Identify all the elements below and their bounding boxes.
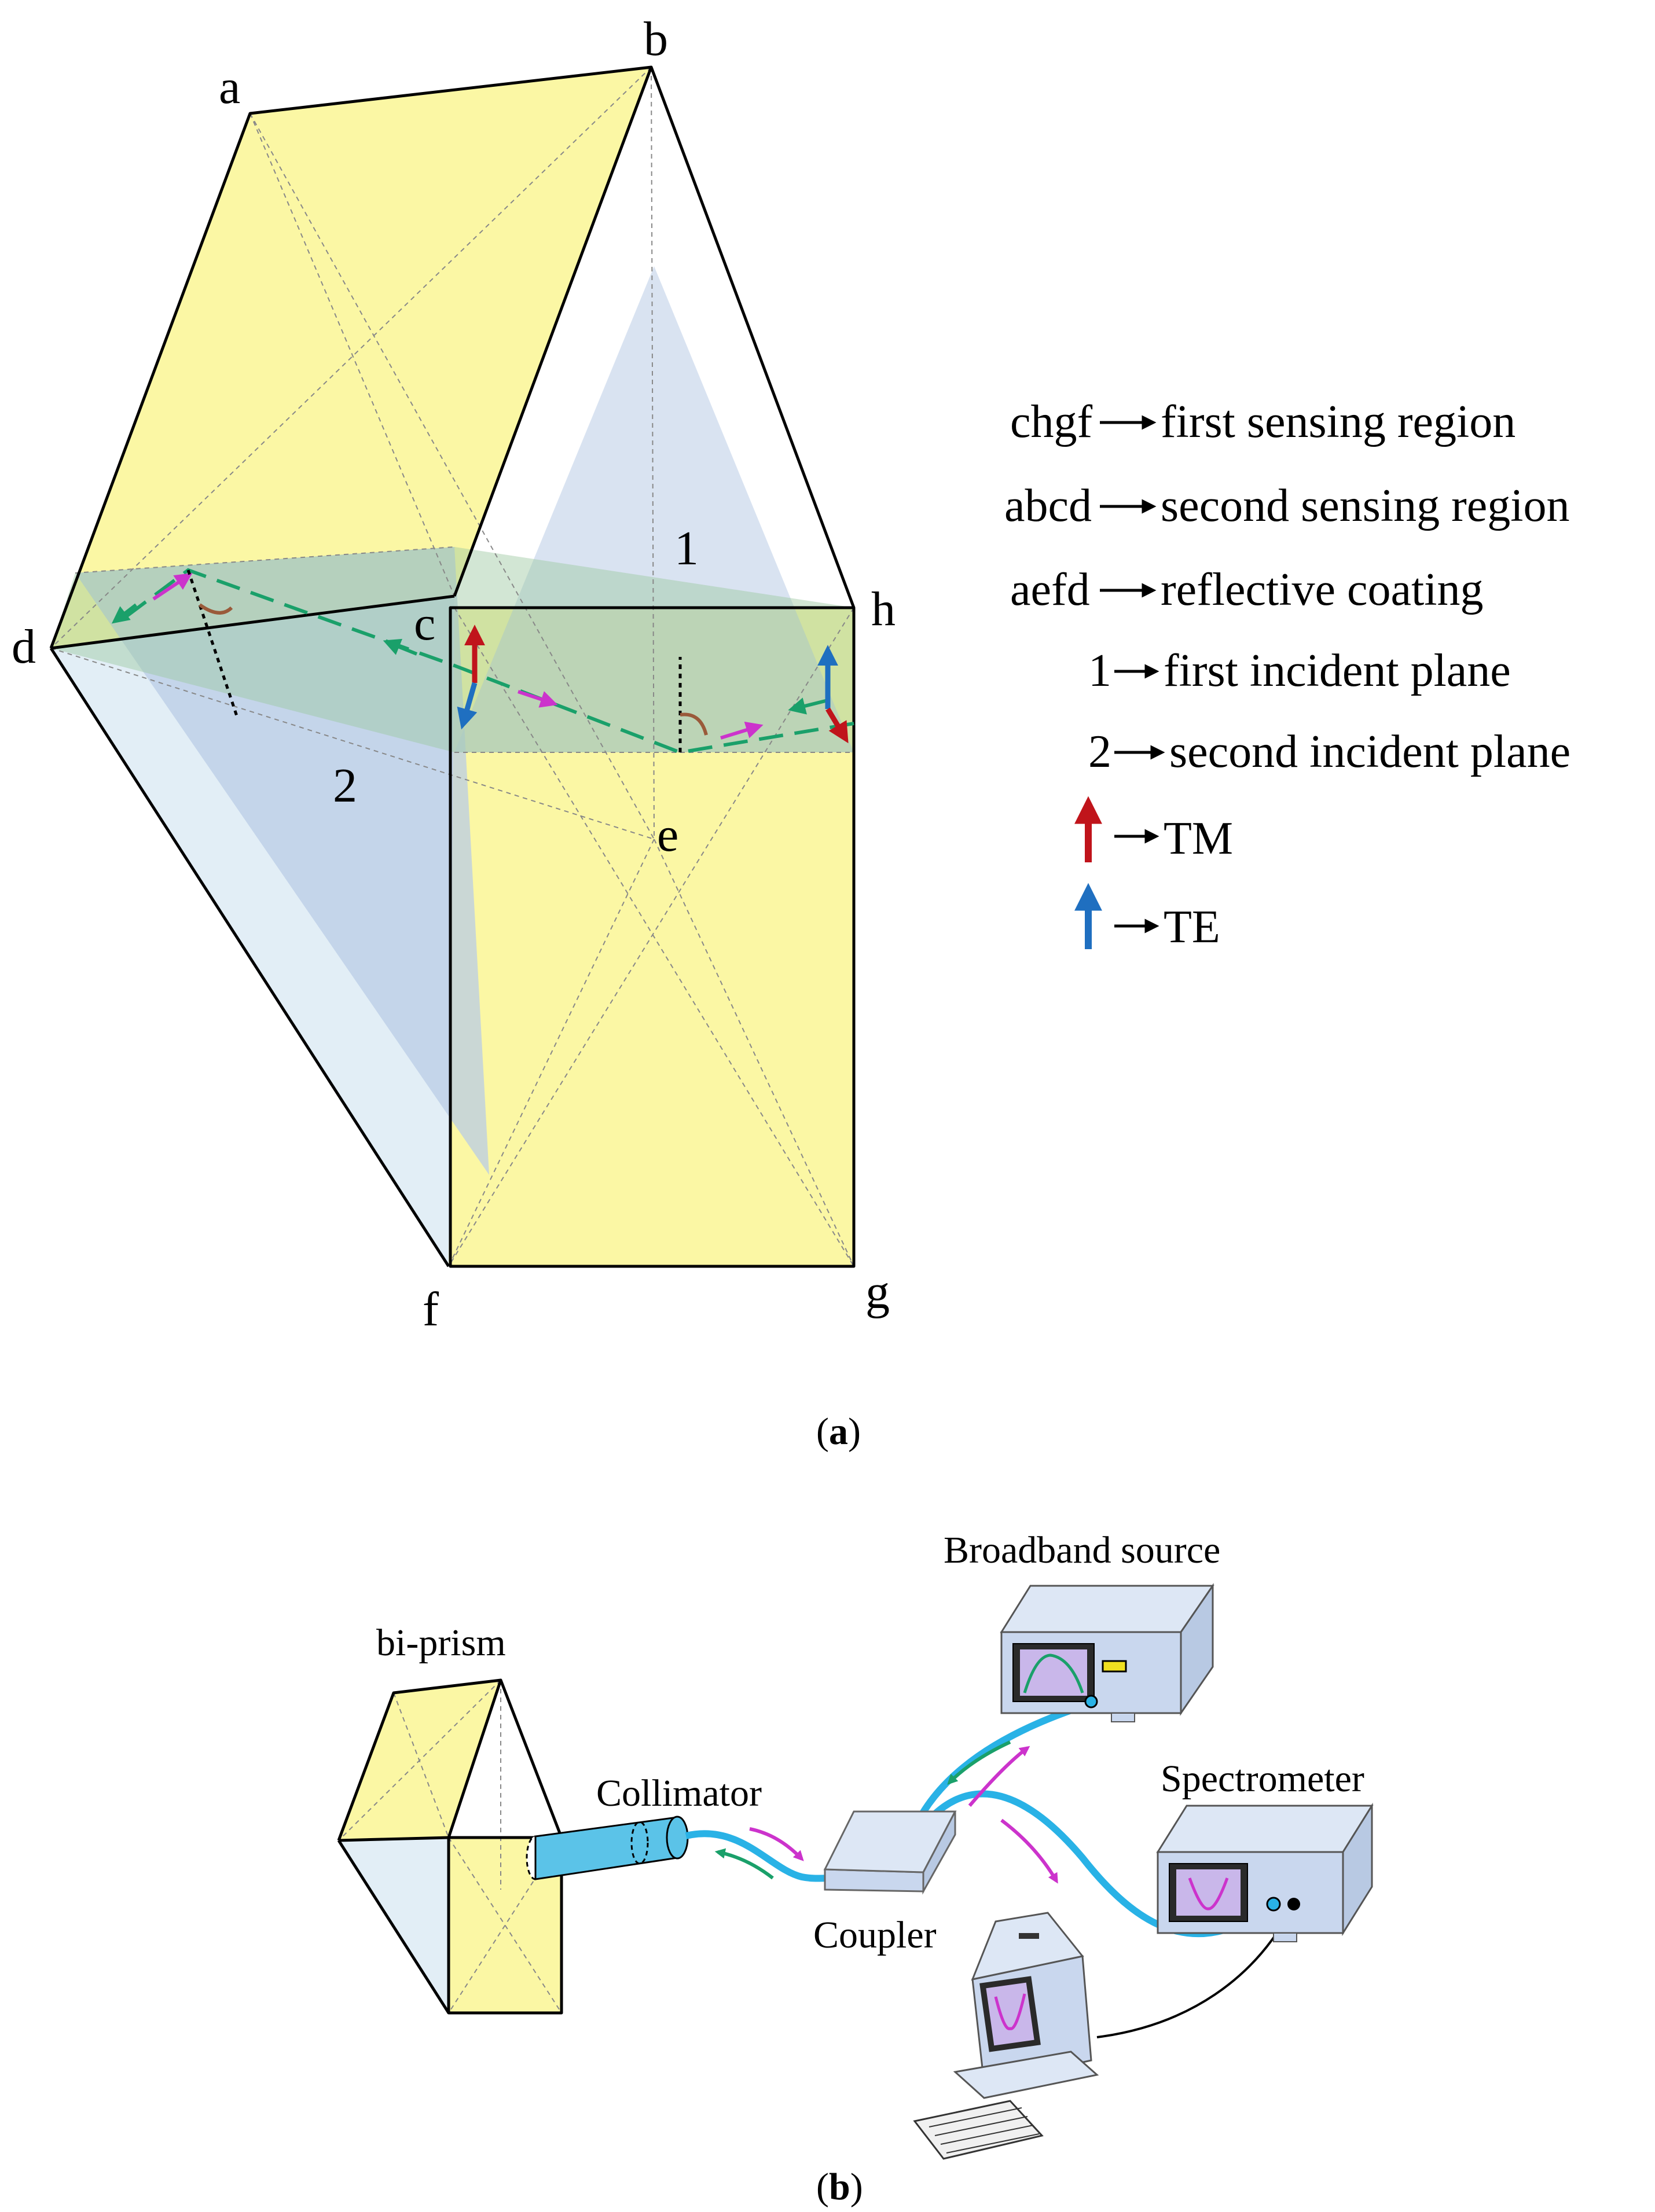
vertex-d: d: [12, 620, 36, 674]
legend-plane1-text: first incident plane: [1164, 645, 1511, 696]
legend-te-text: TE: [1164, 902, 1220, 953]
vertex-c: c: [414, 597, 435, 651]
arrow-into-coupler: [749, 1827, 804, 1861]
mini-biprism: [337, 1678, 563, 2015]
collimator: [526, 1816, 689, 1880]
plane-2-label: 2: [333, 759, 357, 813]
arrow-to-source: [968, 1746, 1030, 1807]
broadband-source: [1000, 1583, 1214, 1722]
mag-arrow-2: [720, 721, 764, 740]
diag-b-d: [50, 67, 652, 649]
vertex-a: a: [219, 60, 240, 114]
spectrometer-dip: [1188, 1877, 1229, 1910]
label-biprism: bi-prism: [376, 1622, 506, 1664]
normal-left: [186, 569, 239, 718]
computer-screen-dip: [994, 1993, 1026, 2030]
edge-d-c: [50, 594, 455, 650]
label-coupler: Coupler: [813, 1914, 937, 1956]
legend-aefd-key: aefd: [1010, 564, 1090, 615]
legend: chgf first sensing region abcd second se…: [1004, 396, 1570, 953]
beam-path: [118, 568, 854, 755]
hidden-edge-e-g: [654, 839, 854, 1267]
te-arrow-c: [457, 682, 478, 730]
diag-h-f: [448, 607, 854, 1267]
hidden-edge-b-e: [651, 67, 655, 840]
biprism-diagram: a b c d e f g h 1 2: [12, 12, 896, 1336]
edge-chgf: [449, 606, 856, 1268]
legend-tm-text: TM: [1164, 813, 1233, 864]
beam-arrow-3: [111, 603, 137, 624]
label-spectrometer: Spectrometer: [1161, 1758, 1364, 1800]
legend-abcd-text: second sensing region: [1161, 480, 1570, 531]
fiber-collimator-coupler: [685, 1830, 834, 1882]
legend-plane1-key: 1: [1088, 645, 1111, 696]
setup-diagram: bi-prism Collimator Coupler: [337, 1529, 1374, 2160]
beam-arrow-2: [383, 638, 418, 656]
mag-arrow-3: [152, 573, 193, 601]
arrow-from-coupler: [714, 1848, 774, 1880]
fiber-coupler-source: [908, 1701, 1089, 1836]
tm-arrow-h: [825, 707, 849, 744]
vertex-e: e: [657, 808, 678, 862]
mag-arrow-1: [518, 690, 558, 708]
arrow-to-spectrometer: [1000, 1818, 1058, 1884]
edge-d-f: [49, 647, 450, 1267]
label-broadband: Broadband source: [944, 1529, 1220, 1571]
legend-chgf-key: chgf: [1010, 396, 1093, 447]
legend-chgf-text: first sensing region: [1161, 396, 1515, 447]
hidden-edge-e-f: [448, 839, 655, 1267]
coupler: [823, 1810, 957, 1895]
incident-plane-1: [454, 266, 854, 752]
vertex-b: b: [644, 12, 668, 66]
edge-d-a-b-h: [49, 65, 856, 649]
legend-plane2-text: second incident plane: [1169, 726, 1570, 777]
vertex-h: h: [871, 582, 896, 636]
beam-arrow-1: [788, 697, 828, 715]
diag-d-e: [50, 648, 655, 840]
computer: [913, 1912, 1099, 2160]
arrow-from-source: [947, 1740, 1011, 1785]
legend-abcd-key: abcd: [1004, 480, 1092, 531]
vertex-f: f: [423, 1283, 439, 1336]
band-top-edge: [75, 546, 455, 574]
legend-plane2-key: 2: [1088, 726, 1111, 777]
label-collimator: Collimator: [596, 1772, 762, 1814]
edge-b-c: [453, 67, 653, 597]
caption-b: (b): [816, 2166, 863, 2208]
source-spectrum: [1023, 1654, 1084, 1693]
angle-right: [680, 712, 708, 736]
vertex-g: g: [865, 1265, 890, 1319]
angle-left: [199, 603, 233, 615]
diag-c-g: [454, 607, 854, 1267]
plane-1-label: 1: [674, 521, 699, 575]
incident-plane-2: [75, 547, 489, 1175]
legend-aefd-text: reflective coating: [1161, 564, 1483, 615]
spectrometer: [1156, 1802, 1374, 1942]
diag-a-c: [249, 113, 455, 597]
caption-a: (a): [816, 1410, 861, 1453]
